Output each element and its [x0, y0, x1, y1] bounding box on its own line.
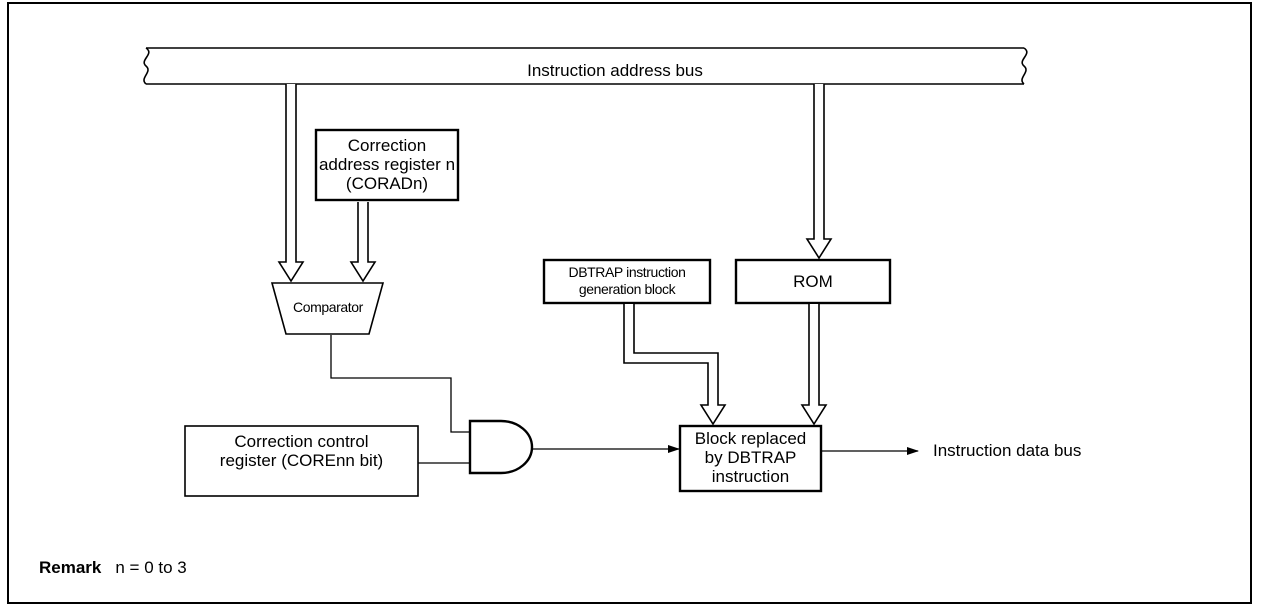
replaced-label-line-3: instruction — [711, 467, 790, 486]
output-label: Instruction data bus — [933, 441, 1082, 460]
dbtrap-to-replaced-arrow — [623, 304, 727, 426]
dbtrap-generation-label: DBTRAP instruction generation block — [544, 264, 710, 298]
rom-block — [734, 258, 892, 305]
comparator-block — [270, 282, 385, 335]
rom-label: ROM — [793, 272, 833, 291]
coren-block — [184, 425, 419, 497]
figure-frame — [7, 2, 1252, 604]
bus-to-rom-arrow — [805, 84, 833, 260]
comparator-to-gate-line — [330, 335, 470, 433]
coren-label: Correction control register (COREnn bit) — [185, 432, 418, 470]
corad-label-line-2: address register n — [318, 155, 456, 174]
coren-label-line-2: register (COREnn bit) — [219, 451, 384, 470]
dbtrap-label-line-2: generation block — [578, 281, 676, 297]
rom-to-replaced-arrow — [800, 304, 828, 426]
coren-label-line-1: Correction control — [234, 432, 369, 451]
dbtrap-label-line-1: DBTRAP instruction — [568, 264, 686, 280]
replaced-label-line-1: Block replaced — [694, 429, 807, 448]
dbtrap-generation-block — [542, 258, 712, 305]
corad-label: Correction address register n (CORADn) — [316, 136, 458, 193]
remark-title: Remark — [39, 558, 102, 577]
bus-label: Instruction address bus — [527, 61, 703, 80]
corad-block — [314, 128, 460, 202]
and-gate — [468, 419, 534, 475]
corad-label-line-3: (CORADn) — [345, 174, 429, 193]
remark-text: n = 0 to 3 — [115, 558, 187, 577]
corad-label-line-1: Correction — [347, 136, 427, 155]
replaced-label-line-2: by DBTRAP — [704, 448, 797, 467]
bus-to-comparator-arrow — [277, 84, 305, 283]
remark: Remark n = 0 to 3 — [39, 558, 187, 578]
replaced-block — [678, 424, 823, 493]
corad-to-comparator-arrow — [349, 202, 377, 283]
comparator-label: Comparator — [293, 299, 363, 315]
replaced-label: Block replaced by DBTRAP instruction — [680, 429, 821, 486]
